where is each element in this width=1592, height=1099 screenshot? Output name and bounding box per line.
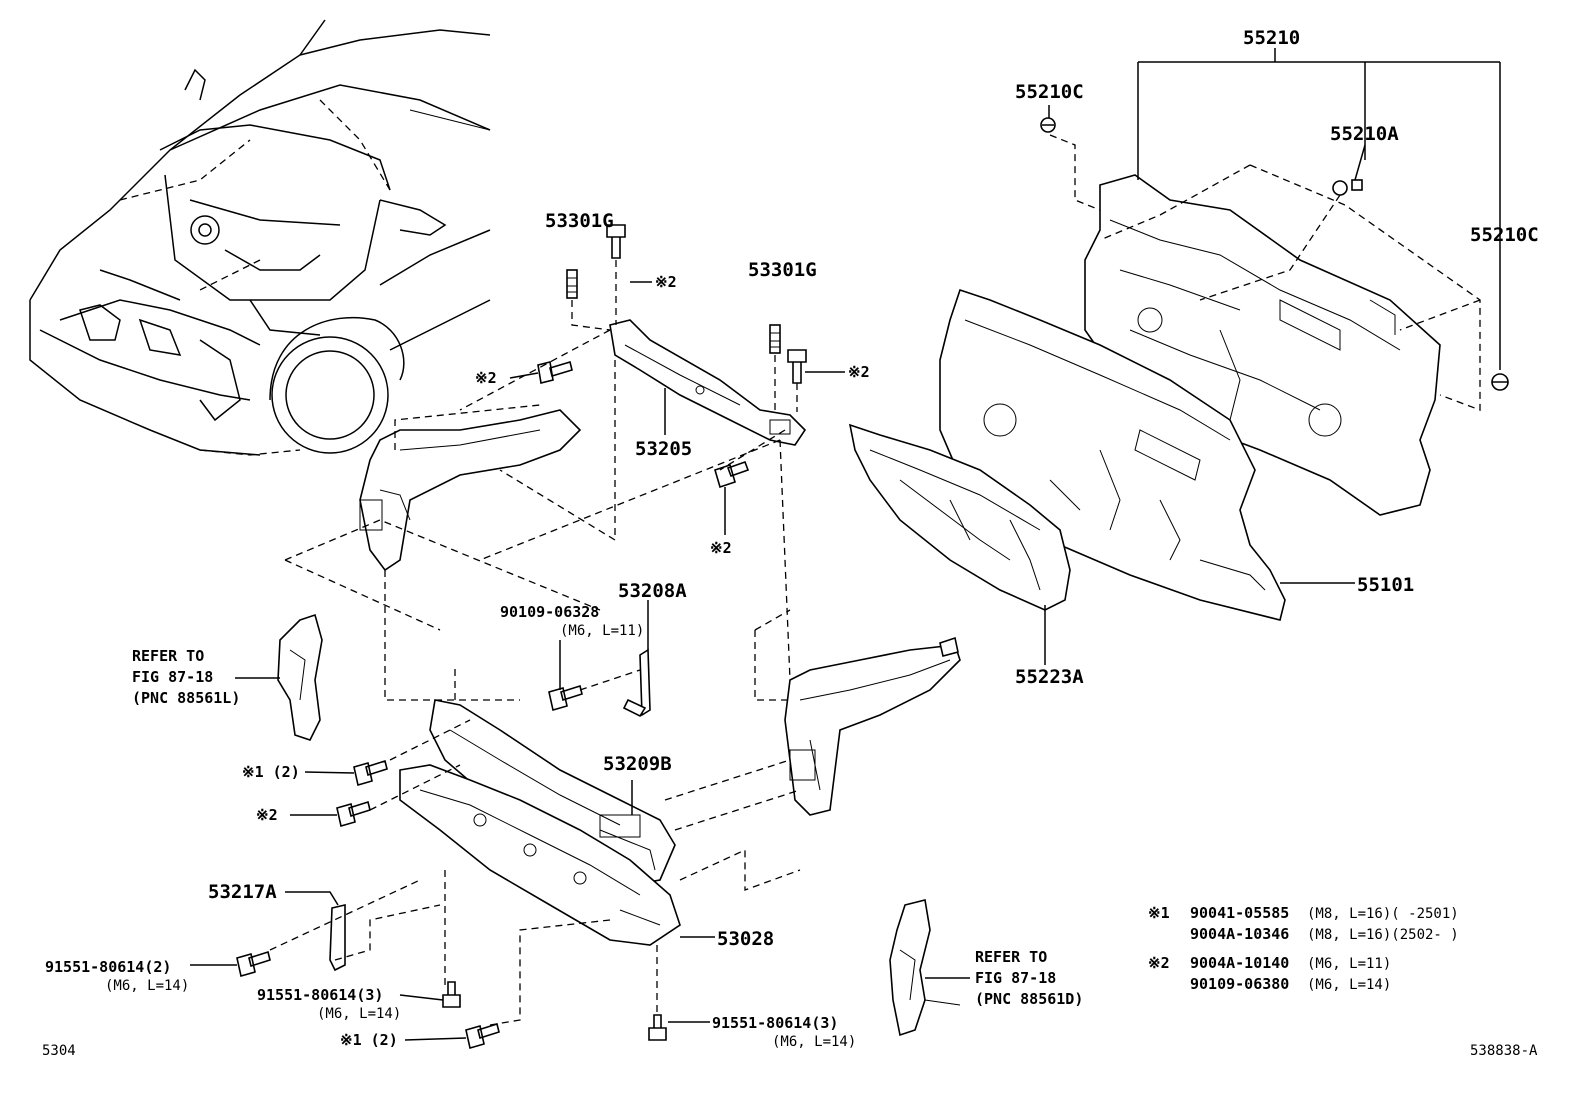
label-bolt-91551-left: 91551-80614(2) [45, 958, 171, 976]
label-55101: 55101 [1357, 574, 1414, 596]
ref2-mark-d: ※2 [710, 539, 732, 557]
label-bolt-91551-right: 91551-80614(3) [712, 1014, 838, 1032]
label-53028: 53028 [717, 928, 774, 950]
dash-panel-insulator-55210 [1084, 174, 1441, 516]
figure-code: 538838-A [1470, 1043, 1538, 1059]
legend-row2b-part: 90109-06380 [1190, 975, 1289, 993]
legend-row1b-spec: (M8, L=16)(2502- ) [1307, 927, 1459, 943]
vehicle-front-illustration [29, 19, 491, 456]
label-53205: 53205 [635, 438, 692, 460]
legend-mark-2: ※2 [1148, 954, 1170, 972]
ref1-mark-a: ※1 (2) [242, 763, 300, 781]
legend-row1a-spec: (M8, L=16)( -2501) [1307, 906, 1459, 922]
legend-row2a-spec: (M6, L=11) [1307, 956, 1391, 972]
insulator-dashed-guides [1049, 134, 1481, 411]
label-53301G-right: 53301G [748, 259, 817, 281]
refer-left-line1: REFER TO [132, 647, 204, 665]
legend-row1b-part: 9004A-10346 [1190, 925, 1289, 943]
dash-insulator-55223A [848, 423, 1071, 611]
ref1-mark-b: ※1 (2) [340, 1031, 398, 1049]
cowl-top-panel-53209B [429, 699, 676, 886]
label-53209B: 53209B [603, 753, 672, 775]
stud-53301G-right [769, 324, 781, 354]
dash-panel-55101 [939, 288, 1286, 621]
clip-55210C-left [1040, 117, 1056, 133]
cowl-panel-53028 [399, 764, 681, 946]
label-55210: 55210 [1243, 27, 1300, 49]
legend-row2a-part: 9004A-10140 [1190, 954, 1289, 972]
bracket-53205 [609, 319, 807, 446]
label-53301G-left: 53301G [545, 210, 614, 232]
label-55223A: 55223A [1015, 666, 1084, 688]
label-bolt-90109-06328-spec: (M6, L=11) [560, 623, 644, 639]
legend-row2b-spec: (M6, L=14) [1307, 977, 1391, 993]
page-code: 5304 [42, 1043, 76, 1059]
leader-lines [190, 105, 1366, 1041]
refer-left-line2: FIG 87-18 [132, 668, 213, 686]
ref2-mark-e: ※2 [256, 806, 278, 824]
refer-left-line3: (PNC 88561L) [132, 689, 240, 707]
refer-to-left: REFER TO FIG 87-18 (PNC 88561L) [132, 647, 240, 707]
label-55210C-left: 55210C [1015, 81, 1084, 103]
duct-88561L [277, 613, 323, 741]
label-55210C-right: 55210C [1470, 224, 1539, 246]
label-55210A: 55210A [1330, 123, 1399, 145]
label-bolt-91551-right-spec: (M6, L=14) [772, 1034, 856, 1050]
fastener-legend: ※1 90041-05585 (M8, L=16)( -2501) 9004A-… [1148, 904, 1459, 993]
ref2-mark-a: ※2 [655, 273, 677, 291]
structure-dashed-guides [269, 260, 801, 1026]
legend-mark-1: ※1 [1148, 904, 1170, 922]
duct-88561D [889, 899, 961, 1037]
refer-to-right: REFER TO FIG 87-18 (PNC 88561D) [975, 948, 1083, 1008]
label-bolt-91551-left-spec: (M6, L=14) [105, 978, 189, 994]
cowl-side-member-left [359, 409, 582, 572]
refer-right-line2: FIG 87-18 [975, 969, 1056, 987]
label-bolt-90109-06328: 90109-06328 [500, 603, 599, 621]
bracket-53217A [329, 903, 346, 972]
refer-right-line1: REFER TO [975, 948, 1047, 966]
label-53208A: 53208A [618, 580, 687, 602]
clip-55210C-right [1491, 373, 1509, 391]
label-53217A: 53217A [208, 881, 277, 903]
clip-55210A [1332, 179, 1363, 196]
label-bolt-91551-center: 91551-80614(3) [257, 986, 383, 1004]
cowl-side-member-right [784, 644, 961, 816]
bracket-53208A [622, 648, 651, 718]
stud-53301G-left [566, 269, 578, 299]
refer-right-line3: (PNC 88561D) [975, 990, 1083, 1008]
legend-row1a-part: 90041-05585 [1190, 904, 1289, 922]
label-bolt-91551-center-spec: (M6, L=14) [317, 1006, 401, 1022]
ref2-mark-b: ※2 [848, 363, 870, 381]
bolt-icons [236, 224, 959, 1050]
ref2-mark-c: ※2 [475, 369, 497, 387]
leader-55210-group [1137, 48, 1501, 370]
